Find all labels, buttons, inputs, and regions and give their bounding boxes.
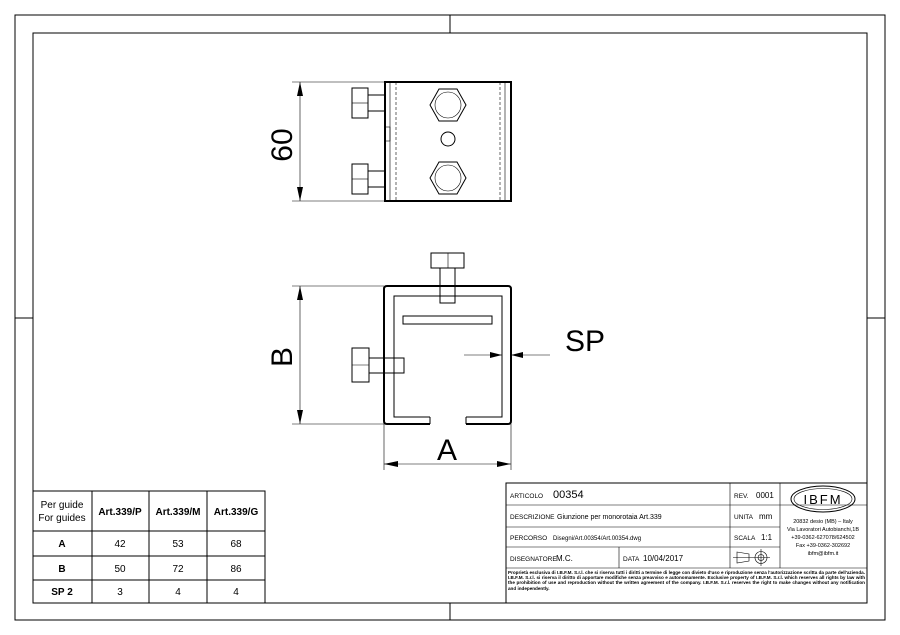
channel-inner bbox=[393, 295, 503, 418]
dimension-b bbox=[292, 285, 384, 425]
disegnatore-label: DISEGNATORE bbox=[510, 556, 557, 563]
table-header-p: Art.339/P bbox=[98, 507, 142, 518]
legal-notice-it: Proprietà esclusiva di I.B.F.M. S.r.l. c… bbox=[508, 570, 865, 581]
table-cell: 72 bbox=[172, 564, 184, 575]
unita-label: UNITA bbox=[734, 514, 754, 521]
front-bolt-top bbox=[430, 252, 465, 304]
dimension-60 bbox=[292, 81, 385, 202]
company-phone: +39-0362-627078/624502 bbox=[791, 535, 854, 541]
guide-table bbox=[32, 490, 266, 604]
table-row-label: SP 2 bbox=[51, 587, 73, 598]
company-address-city: 20832 desio (MB) – Italy bbox=[793, 519, 853, 525]
company-logo-icon bbox=[790, 485, 856, 513]
descrizione-label: DESCRIZIONE bbox=[510, 514, 555, 521]
front-view bbox=[292, 252, 550, 470]
table-header-per-guide: Per guide bbox=[41, 500, 84, 511]
table-row-label: A bbox=[58, 539, 65, 550]
center-hole bbox=[440, 131, 456, 147]
table-cell: 4 bbox=[175, 587, 181, 598]
table-cell: 42 bbox=[114, 539, 126, 550]
table-cell: 86 bbox=[230, 564, 242, 575]
scala-label: SCALA bbox=[734, 535, 756, 542]
table-cell: 4 bbox=[233, 587, 239, 598]
percorso-value: Disegni/Art.00354/Art.00354.dwg bbox=[553, 536, 641, 542]
unita-value: mm bbox=[759, 512, 773, 521]
data-value: 10/04/2017 bbox=[643, 554, 684, 563]
top-bolt-lower bbox=[351, 163, 386, 195]
inner-plate bbox=[402, 315, 493, 325]
scala-value: 1:1 bbox=[761, 533, 773, 542]
company-logo-text: IBFM bbox=[803, 492, 842, 507]
dimension-a-label: A bbox=[437, 434, 457, 467]
table-header-for-guides: For guides bbox=[38, 513, 85, 524]
table-cell: 50 bbox=[114, 564, 126, 575]
legal-notice: Proprietà esclusiva di I.B.F.M. S.r.l. c… bbox=[508, 570, 865, 591]
articolo-value: 00354 bbox=[553, 489, 584, 501]
table-row-label: B bbox=[58, 564, 65, 575]
table-cell: 3 bbox=[117, 587, 123, 598]
table-cell: 53 bbox=[172, 539, 184, 550]
company-fax: Fax +39-0362-302692 bbox=[796, 543, 850, 549]
dimension-sp-label: SP bbox=[565, 325, 605, 358]
rev-label: REV. bbox=[734, 493, 749, 500]
table-header-g: Art.339/G bbox=[214, 507, 259, 518]
hex-nut-lower bbox=[429, 161, 467, 195]
dimension-sp bbox=[464, 352, 550, 358]
data-label: DATA bbox=[623, 556, 640, 563]
top-view-body bbox=[384, 81, 512, 202]
outer-frame bbox=[14, 14, 886, 621]
hex-nut-upper bbox=[429, 88, 467, 122]
company-address-street: Via Lavoratori Autobianchi,1B bbox=[787, 527, 859, 533]
disegnatore-value: M.C. bbox=[556, 554, 573, 563]
projection-symbol-icon bbox=[733, 549, 770, 566]
dimension-b-label: B bbox=[266, 347, 299, 367]
title-block bbox=[505, 482, 868, 604]
top-view bbox=[292, 81, 512, 202]
company-email: ibfm@ibfm.it bbox=[808, 551, 839, 557]
top-bolt-upper bbox=[351, 87, 386, 119]
channel-outer bbox=[383, 285, 512, 425]
table-cell: 68 bbox=[230, 539, 242, 550]
descrizione-value: Giunzione per monorotaia Art.339 bbox=[557, 514, 662, 521]
front-bolt-side bbox=[351, 347, 405, 383]
dimension-a bbox=[383, 424, 512, 470]
frame-center-marks bbox=[15, 15, 885, 620]
rev-value: 0001 bbox=[756, 491, 774, 500]
legal-notice-en: Exclusive property of I.B.F.M. S.r.l. wh… bbox=[508, 575, 865, 591]
dimension-60-label: 60 bbox=[266, 128, 299, 161]
percorso-label: PERCORSO bbox=[510, 535, 547, 542]
articolo-label: ARTICOLO bbox=[510, 493, 543, 500]
table-header-m: Art.339/M bbox=[155, 507, 200, 518]
